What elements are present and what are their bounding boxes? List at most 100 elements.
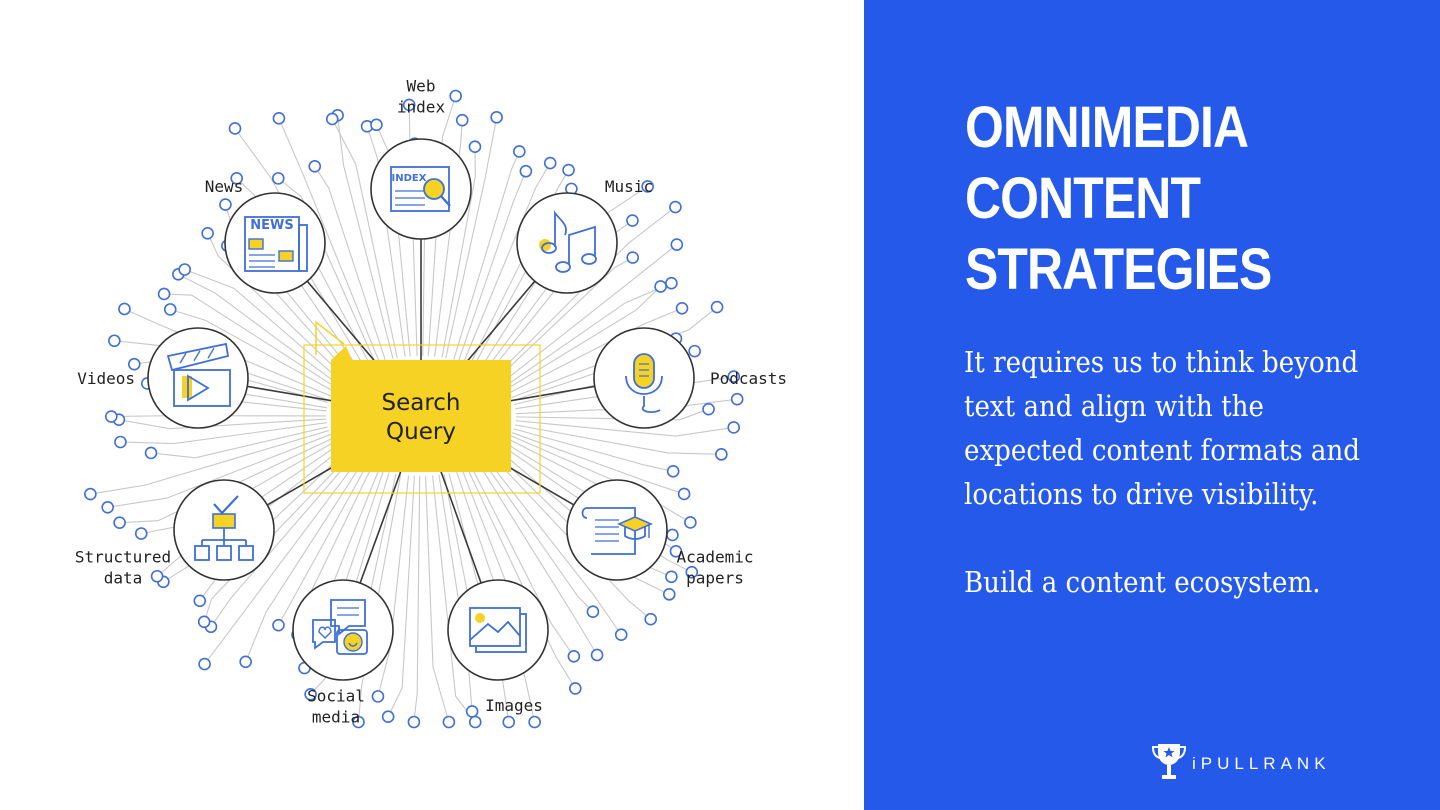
node-label: Music xyxy=(605,177,653,196)
node-label: Academic xyxy=(676,548,753,567)
connector-line xyxy=(441,146,476,358)
connector-dot xyxy=(528,715,541,729)
connector-line xyxy=(512,432,685,495)
connector-dot xyxy=(193,594,207,608)
connector-line xyxy=(170,308,335,393)
connector-dot xyxy=(702,402,715,416)
connector-dot xyxy=(144,446,158,460)
title-line: STRATEGIES xyxy=(965,237,1272,302)
connector-line xyxy=(496,257,633,380)
connector-line xyxy=(314,166,386,361)
connector-dot xyxy=(104,410,118,423)
connector-dot xyxy=(662,588,676,601)
connector-line xyxy=(513,428,674,472)
node-circle xyxy=(516,192,618,294)
node-news: NEWS News xyxy=(205,177,326,294)
connector-line xyxy=(515,420,734,437)
node-label: Structured xyxy=(75,548,171,567)
connector-dot xyxy=(727,421,741,434)
slide-tagline: Build a content ecosystem. xyxy=(964,565,1321,599)
node-label: Web xyxy=(407,77,436,96)
index-magnifier-icon: INDEX xyxy=(390,166,451,212)
connector-line xyxy=(210,457,353,628)
slide-body-text: It requires us to think beyond text and … xyxy=(964,345,1360,511)
connector-line xyxy=(245,462,363,662)
connector-dot xyxy=(352,715,365,729)
connector-line xyxy=(124,308,332,397)
node-label: News xyxy=(205,177,244,196)
connector-dot xyxy=(198,657,211,671)
connector-dot xyxy=(370,118,383,132)
connector-dot xyxy=(562,163,575,177)
node-circle xyxy=(147,327,249,429)
node-podcasts: Podcasts xyxy=(593,327,787,429)
connector-dot xyxy=(118,302,131,316)
connector-dot xyxy=(197,615,211,629)
connector-dot xyxy=(590,648,604,662)
connector-line xyxy=(427,95,457,357)
chat-bubbles-icon xyxy=(312,599,368,655)
connector-line xyxy=(366,126,406,357)
node-images: Images xyxy=(447,579,549,715)
connector-dot xyxy=(567,650,581,663)
slide-title: OMNIMEDIA CONTENT STRATEGIES xyxy=(965,92,1272,305)
connector-line xyxy=(90,430,330,495)
connector-line xyxy=(118,418,327,430)
connector-line xyxy=(493,206,676,378)
connector-dot xyxy=(669,545,683,558)
connector-dot xyxy=(727,370,741,383)
node-label: Podcasts xyxy=(710,369,787,388)
node-label: data xyxy=(104,569,143,588)
title-line: OMNIMEDIA xyxy=(965,95,1249,160)
connector-dot xyxy=(669,200,682,214)
trophy-icon xyxy=(1152,744,1186,779)
connector-dot xyxy=(614,628,628,641)
connector-dot xyxy=(157,287,171,301)
connector-line xyxy=(508,307,683,394)
connector-dot xyxy=(178,263,192,276)
connector-dot xyxy=(308,160,322,173)
connector-dot xyxy=(407,715,421,729)
node-academic-papers: Academic papers xyxy=(566,479,754,588)
node-structured-data: Structured data xyxy=(75,479,275,588)
text-panel: OMNIMEDIA CONTENT STRATEGIES It requires… xyxy=(864,0,1440,810)
connector-line xyxy=(120,422,327,445)
connector-dot xyxy=(684,516,697,529)
ipullrank-logo: iPULLRANK xyxy=(1152,740,1372,788)
node-label: papers xyxy=(686,569,744,588)
connector-dot xyxy=(677,487,691,501)
connector-line xyxy=(486,458,622,635)
connector-dot xyxy=(685,565,699,579)
connector-line xyxy=(434,120,463,357)
connector-dot xyxy=(113,516,126,530)
icon-badge-text: INDEX xyxy=(392,173,427,184)
connector-line xyxy=(178,273,340,386)
connector-dot xyxy=(543,156,557,170)
connector-dot xyxy=(201,226,214,240)
connector-dot xyxy=(134,527,148,540)
newspaper-icon: NEWS xyxy=(244,216,308,272)
connector-line xyxy=(500,244,678,385)
connector-line xyxy=(471,466,575,657)
connector-dot xyxy=(163,303,177,316)
connector-line xyxy=(453,151,520,360)
connector-dot xyxy=(626,251,640,264)
connector-line xyxy=(184,268,343,383)
connector-line xyxy=(203,455,350,622)
connector-dot xyxy=(219,198,232,211)
connector-dot xyxy=(666,528,679,542)
connector-line xyxy=(119,437,333,524)
connector-line xyxy=(478,463,598,656)
connector-dot xyxy=(568,682,582,695)
microphone-icon xyxy=(625,353,663,413)
node-circle xyxy=(370,138,472,240)
connector-line xyxy=(511,306,718,399)
connector-dot xyxy=(381,710,395,724)
logo-text: iPULLRANK xyxy=(1192,754,1331,773)
connector-dot xyxy=(230,171,243,185)
connector-line xyxy=(150,426,328,459)
connector-line xyxy=(107,433,331,508)
connector-dot xyxy=(730,392,744,406)
connector-line xyxy=(357,474,402,723)
